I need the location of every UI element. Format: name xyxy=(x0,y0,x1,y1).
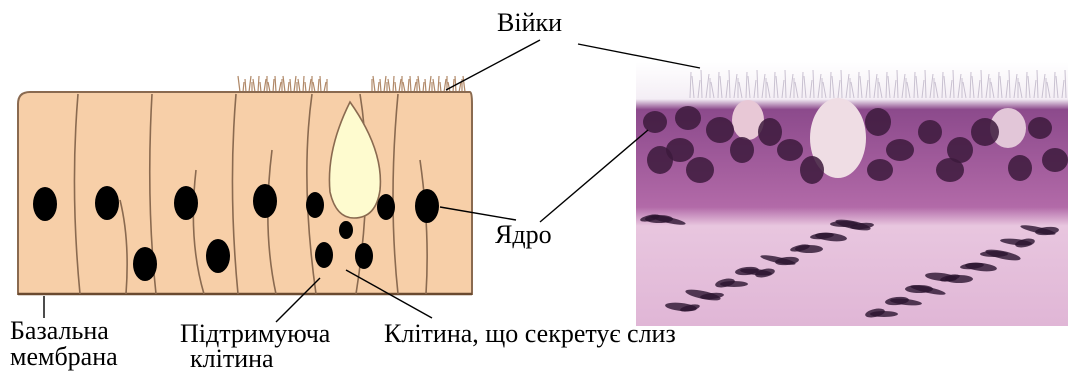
leader-nucleus-right xyxy=(540,130,648,222)
label-basal-membrane-line2: мембрана xyxy=(10,344,118,370)
cell-layer xyxy=(18,92,472,294)
label-goblet-cell: Клітина, що секретує слиз xyxy=(384,321,676,347)
label-nucleus: Ядро xyxy=(495,222,552,248)
label-cilia: Війки xyxy=(497,10,562,36)
schematic-epithelium xyxy=(18,76,472,294)
label-supporting-cell-line2: клітина xyxy=(190,346,274,372)
label-basal-membrane-line1: Базальна xyxy=(10,318,109,344)
histology-micrograph xyxy=(636,62,1068,326)
cilia-tufts xyxy=(238,76,465,92)
leader-cilia-left xyxy=(446,40,540,90)
